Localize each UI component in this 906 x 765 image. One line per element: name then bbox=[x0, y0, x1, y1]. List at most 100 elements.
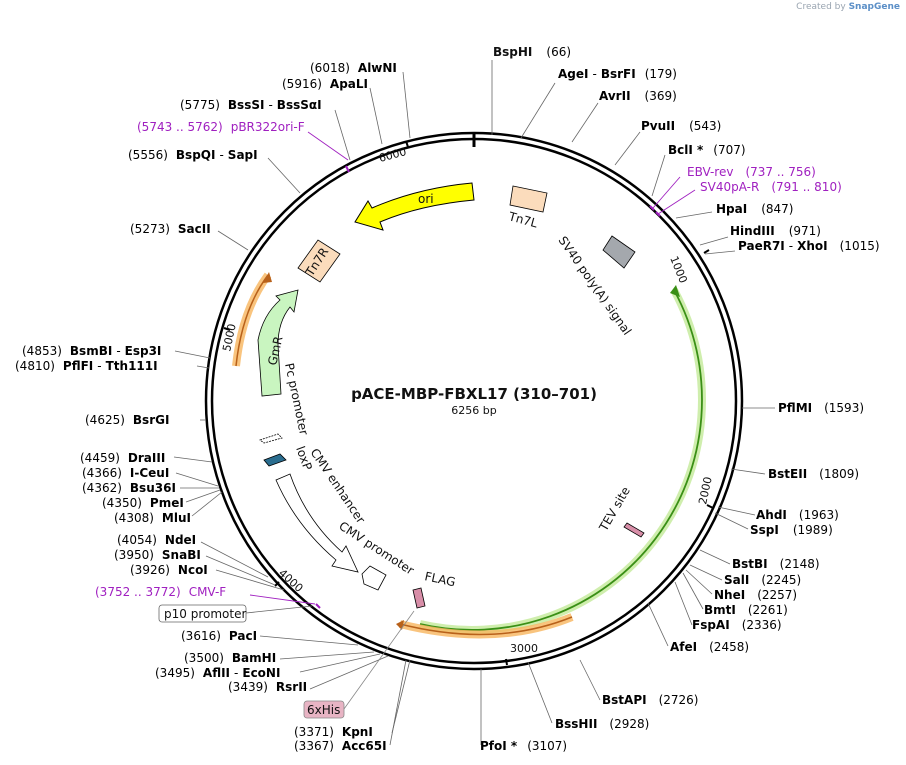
enzyme-bcli-name: BclI * bbox=[668, 143, 704, 157]
enzyme-fspai-name: FspAI bbox=[692, 618, 730, 632]
primer-marker-cmv-f bbox=[315, 603, 321, 609]
p10-promoter-box bbox=[158, 604, 247, 623]
enzyme-alwni-pos: (6018) bbox=[310, 61, 350, 75]
enzyme-bsmbi-name: BsmBI bbox=[70, 344, 112, 358]
enzyme-esp3i-name: Esp3I bbox=[125, 344, 162, 358]
primer-ebv-rev-range: (737 .. 756) bbox=[745, 165, 815, 179]
tick-label-5000: 5000 bbox=[220, 323, 239, 353]
leader-mlui bbox=[191, 491, 223, 517]
enzyme-aflii-pos: (3495) bbox=[155, 666, 195, 680]
ori-label: ori bbox=[418, 192, 434, 206]
enzyme-bsshii-pos: (2928) bbox=[609, 717, 649, 731]
enzyme-hindiii-pos: (971) bbox=[789, 224, 821, 238]
his-tag-label: 6xHis bbox=[307, 703, 340, 717]
tick-label-2000: 2000 bbox=[696, 476, 715, 506]
leader-nhei bbox=[685, 569, 713, 595]
enzyme-acc65i-pos: (3367) bbox=[294, 739, 334, 753]
leader-draiii bbox=[173, 456, 213, 463]
snapgene-credit: Created by SnapGene bbox=[796, 2, 900, 12]
enzyme-bsteii-pos: (1809) bbox=[819, 467, 859, 481]
enzyme-pvuii-name: PvuII bbox=[641, 119, 675, 133]
enzyme-bspqi-pos: (5556) bbox=[128, 148, 168, 162]
leader-hindiii bbox=[699, 236, 729, 246]
leader-hpai bbox=[675, 211, 713, 219]
enzyme-bamhi-pos: (3500) bbox=[184, 651, 224, 665]
enzyme-bsssi: (5775)BssSI-BssSαI bbox=[180, 98, 322, 112]
enzyme-paer7i: PaeR7I-XhoI(1015) bbox=[738, 239, 880, 253]
orange-feature-bottom-arc bbox=[399, 616, 573, 636]
enzyme-hindiii-name: HindIII bbox=[730, 224, 775, 238]
leader-bstbi bbox=[699, 549, 731, 565]
enzyme-rsrii: (3439)RsrII bbox=[228, 680, 307, 694]
pc-promoter-label: Pc promoter bbox=[282, 362, 311, 437]
enzyme-draiii-name: DraIII bbox=[128, 451, 165, 465]
enzyme-sacii-name: SacII bbox=[178, 222, 211, 236]
enzyme-sacii-pos: (5273) bbox=[130, 222, 170, 236]
enzyme-bsssai-name: BssSαI bbox=[277, 98, 322, 112]
enzyme-agei-pos: (179) bbox=[645, 67, 677, 81]
green-feature-glow bbox=[419, 288, 706, 634]
enzyme-afei: AfeI(2458) bbox=[670, 640, 749, 654]
enzyme-aflii-name: AflII bbox=[203, 666, 230, 680]
primer-cmv-f: (3752 .. 3772) CMV-F bbox=[95, 585, 226, 599]
enzyme-bspqi-name: BspQI bbox=[176, 148, 216, 162]
leader-bmti bbox=[682, 572, 704, 610]
leader-ndei bbox=[200, 541, 269, 578]
sv40-box bbox=[602, 235, 636, 269]
gmr-label: GmR bbox=[265, 335, 285, 367]
p10-promoter-leader bbox=[245, 605, 313, 614]
primer-marker-pbr322ori-f bbox=[345, 165, 350, 173]
leader-alwni bbox=[402, 71, 411, 139]
leader-sv40pa-r bbox=[657, 189, 696, 215]
enzyme-paci-name: PacI bbox=[229, 629, 257, 643]
leader-bamhi bbox=[279, 651, 375, 660]
leader-pflfi bbox=[196, 365, 210, 369]
enzyme-bsshii-name: BssHII bbox=[555, 717, 597, 731]
enzyme-econi-name: EcoNI bbox=[242, 666, 280, 680]
enzyme-ahdi-name: AhdI bbox=[756, 508, 787, 522]
leader-bstapi bbox=[579, 659, 601, 701]
enzyme-pmei-name: PmeI bbox=[150, 496, 184, 510]
enzyme-bsrfi-name: BsrFI bbox=[601, 67, 636, 81]
primer-ebv-rev-name: EBV-rev bbox=[687, 165, 733, 179]
leader-aflii bbox=[299, 653, 381, 673]
enzyme-agei-name: AgeI bbox=[558, 67, 588, 81]
tick-5000 bbox=[223, 327, 231, 331]
leader-iceui bbox=[175, 472, 219, 487]
tick-label-1000: 1000 bbox=[667, 254, 690, 285]
enzyme-bsu36i-pos: (4362) bbox=[82, 481, 122, 495]
primer-sv40pa-r-range: (791 .. 810) bbox=[771, 180, 841, 194]
enzyme-bstapi-pos: (2726) bbox=[659, 693, 699, 707]
primer-pbr322ori-f: (5743 .. 5762)pBR322ori-F bbox=[137, 120, 305, 134]
credit-prefix: Created by bbox=[796, 2, 846, 12]
leader-pmei bbox=[185, 489, 221, 503]
enzyme-mlui-pos: (4308) bbox=[114, 511, 154, 525]
cmv-promoter-arrow bbox=[361, 565, 387, 591]
tn7l-label: Tn7L bbox=[506, 209, 539, 230]
primer-cmv-f-name: CMV-F bbox=[189, 585, 227, 599]
enzyme-pmei: (4350) PmeI bbox=[102, 496, 184, 510]
enzyme-iceui-name: I-CeuI bbox=[130, 466, 169, 480]
enzyme-bstapi: BstAPI(2726) bbox=[602, 693, 698, 707]
enzyme-ndei-name: NdeI bbox=[165, 533, 196, 547]
enzyme-bsteii: BstEII(1809) bbox=[768, 467, 859, 481]
enzyme-pflmi-name: PflMI bbox=[778, 401, 812, 415]
leader-xhoi bbox=[704, 250, 736, 255]
tick-6000 bbox=[405, 140, 409, 148]
enzyme-paci: (3616)PacI bbox=[181, 629, 257, 643]
enzyme-sali: SalI(2245) bbox=[724, 573, 801, 587]
enzyme-nhei-name: NheI bbox=[714, 588, 745, 602]
enzyme-bsssi-pos: (5775) bbox=[180, 98, 220, 112]
tev-marker bbox=[623, 522, 645, 538]
enzyme-nhei-pos: (2257) bbox=[757, 588, 797, 602]
primer-cmv-f-range: (3752 .. 3772) bbox=[95, 585, 181, 599]
enzyme-leaders bbox=[173, 60, 775, 746]
enzyme-nhei: NheI (2257) bbox=[714, 588, 797, 602]
enzyme-ncoi: (3926)NcoI bbox=[130, 563, 208, 577]
gmr-arrow bbox=[257, 289, 299, 397]
enzyme-snabi-name: SnaBI bbox=[162, 548, 201, 562]
enzyme-pflfi: (4810)PflFI-Tth111I bbox=[15, 359, 158, 373]
enzyme-pmei-pos: (4350) bbox=[102, 496, 142, 510]
snapgene-logo: SnapGene bbox=[848, 2, 900, 12]
